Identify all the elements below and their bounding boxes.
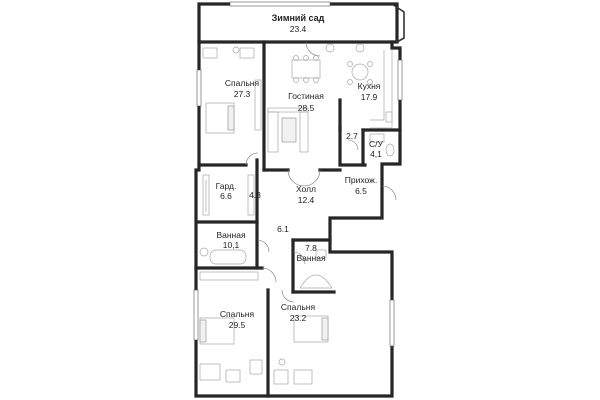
room-area-wc: 4,1 <box>370 149 382 159</box>
room-name-bedroom-3: Спальня <box>281 302 316 312</box>
room-area-bath-1: 10,1 <box>223 240 240 250</box>
room-area-bedroom-1: 27.3 <box>234 89 251 99</box>
room-name-entrance: Прихож. <box>345 175 377 185</box>
room-area-wardrobe: 6.6 <box>220 191 232 201</box>
windows <box>193 1 403 347</box>
room-area-hall: 12.4 <box>298 195 315 205</box>
room-name-hall: Холл <box>296 184 316 194</box>
room-area-kitchen: 17.9 <box>361 92 378 102</box>
room-area-corridor-1: 4.3 <box>249 190 261 200</box>
room-area-bath-2: 7.8 <box>305 243 317 253</box>
room-area-corridor-2: 6.1 <box>277 224 289 234</box>
room-name-kitchen: Кухня <box>358 81 381 91</box>
room-name-bath-1: Ванная <box>216 230 246 240</box>
room-area-entrance: 6.5 <box>355 186 367 196</box>
room-name-bedroom-2: Спальня <box>220 309 255 319</box>
room-area-bedroom-3: 23.2 <box>290 313 307 323</box>
doors <box>245 41 397 303</box>
room-name-winter-garden: Зимний сад <box>272 13 325 23</box>
room-name-bedroom-1: Спальня <box>225 78 260 88</box>
room-area-bedroom-2: 29.5 <box>229 320 246 330</box>
room-name-living: Гостиная <box>288 91 324 101</box>
room-name-wardrobe: Гард. <box>216 181 237 191</box>
interior-walls <box>194 40 402 398</box>
room-area-winter-garden: 23.4 <box>290 24 307 34</box>
room-name-wc: С/У <box>369 139 384 149</box>
room-area-living: 28.5 <box>298 103 315 113</box>
room-area-closet-small: 2.7 <box>346 131 358 141</box>
room-name-bath-2: Ванная <box>296 253 326 263</box>
furniture <box>199 43 395 385</box>
room-labels: Зимний сад 23.4 Спальня 27.3 Гостиная 28… <box>216 13 384 330</box>
